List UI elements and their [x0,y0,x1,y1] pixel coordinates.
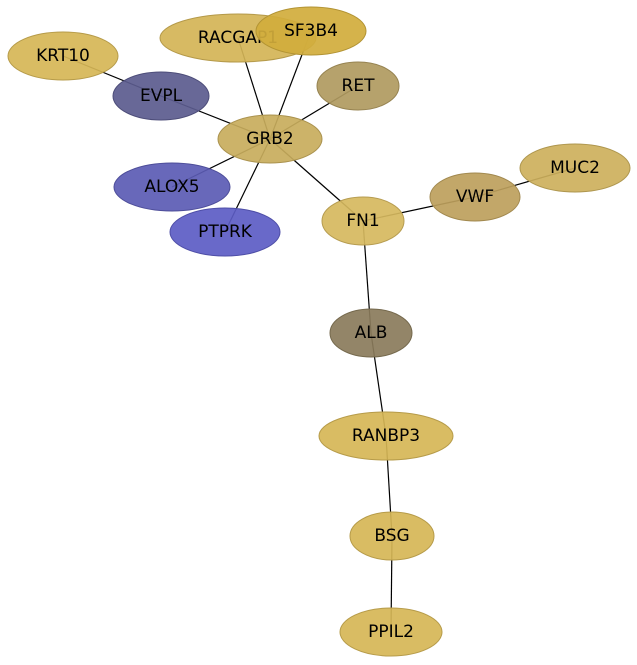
node-ptprk[interactable]: PTPRK [169,207,281,257]
node-vwf[interactable]: VWF [429,172,521,222]
node-muc2[interactable]: MUC2 [519,143,631,193]
node-label: MUC2 [550,158,600,178]
node-ranbp3[interactable]: RANBP3 [318,411,454,461]
node-sf3b4[interactable]: SF3B4 [255,6,367,56]
node-shape[interactable] [316,61,400,111]
node-label: RANBP3 [352,426,420,446]
node-ppil2[interactable]: PPIL2 [339,607,443,657]
node-krt10[interactable]: KRT10 [7,31,119,81]
node-alox5[interactable]: ALOX5 [113,162,231,212]
node-label: FN1 [346,211,379,231]
node-shape[interactable] [318,411,454,461]
node-shape[interactable] [7,31,119,81]
node-shape[interactable] [519,143,631,193]
node-shape[interactable] [429,172,521,222]
node-shape[interactable] [255,6,367,56]
node-shape[interactable] [349,511,435,561]
node-label: BSG [374,526,409,546]
node-shape[interactable] [339,607,443,657]
node-ret[interactable]: RET [316,61,400,111]
node-bsg[interactable]: BSG [349,511,435,561]
node-shape[interactable] [112,71,210,121]
node-shape[interactable] [329,308,413,358]
node-label: SF3B4 [284,21,338,41]
node-label: PTPRK [198,222,253,242]
node-label: VWF [456,187,494,207]
node-label: KRT10 [36,46,90,66]
node-evpl[interactable]: EVPL [112,71,210,121]
node-grb2[interactable]: GRB2 [217,114,323,164]
node-alb[interactable]: ALB [329,308,413,358]
node-shape[interactable] [321,196,405,246]
node-label: PPIL2 [368,622,414,642]
node-label: ALOX5 [144,177,199,197]
node-label: RET [342,76,376,96]
node-label: ALB [355,323,388,343]
node-shape[interactable] [169,207,281,257]
edge-layer [62,30,576,633]
node-shape[interactable] [217,114,323,164]
node-shape[interactable] [113,162,231,212]
node-fn1[interactable]: FN1 [321,196,405,246]
node-label: EVPL [140,86,183,106]
node-label: GRB2 [246,129,293,149]
